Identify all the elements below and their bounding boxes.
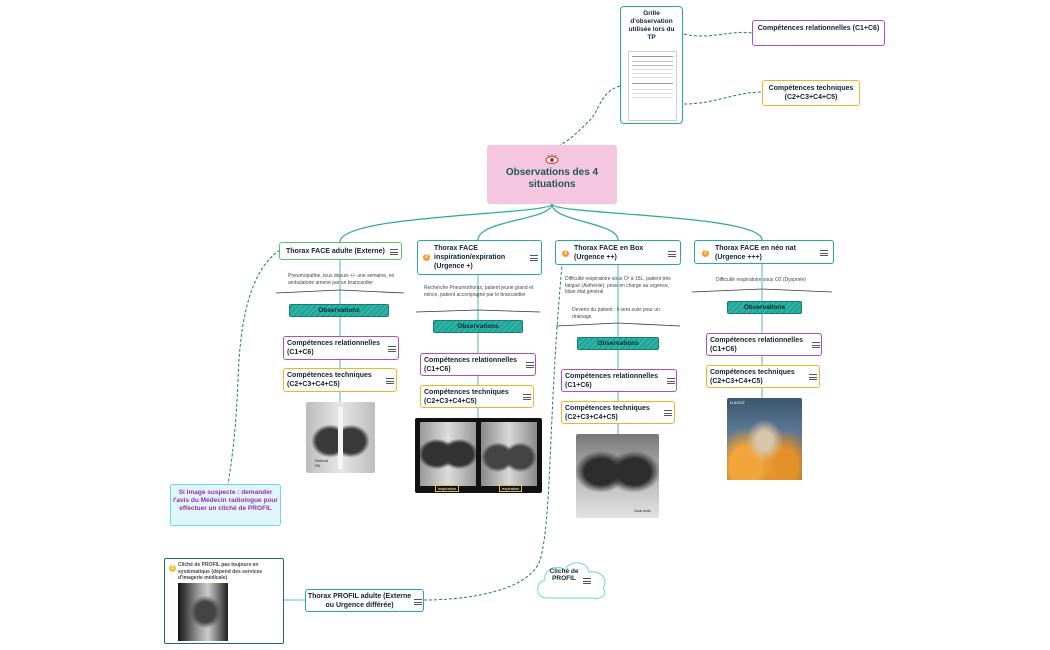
notes-icon	[812, 342, 820, 348]
suspect-text: Si Image suspecte : demander l'avis du M…	[173, 489, 278, 513]
situation-1-comp-rel-label: Compétences relationnelles (C1+C6)	[287, 340, 380, 356]
top-comp-relationnelles[interactable]: Compétences relationnelles (C1+C6)	[752, 20, 885, 46]
situation-3-xray-image: Couc uvris	[576, 434, 659, 518]
notes-icon	[530, 255, 538, 261]
situation-3-node[interactable]: 2 Thorax FACE en Box (Urgence ++)	[555, 240, 681, 265]
notes-icon	[664, 410, 672, 416]
profil-card-note: Cliché de PROFIL pas toujours en systéma…	[178, 562, 263, 581]
cloud-node[interactable]: Cliché de PROFIL	[533, 558, 611, 602]
situation-3-note: Difficulté respiratoire sous O² à 15L, p…	[565, 276, 671, 295]
situation-2-title: Thorax FACE inspiration/expiration (Urge…	[434, 245, 506, 270]
notes-icon	[523, 394, 531, 400]
priority-2-badge: 2	[562, 250, 569, 257]
situation-4-comp-rel[interactable]: Compétences relationnelles (C1+C6)	[706, 333, 822, 356]
situation-3-comp-tech-label: Compétences techniques (C2+C3+C4+C5)	[565, 405, 650, 421]
situation-2-observations[interactable]: Observations	[433, 320, 523, 333]
situation-4-title: Thorax FACE en néo nat (Urgence +++)	[715, 245, 796, 261]
situation-4-xray-image: D AGOT	[727, 398, 802, 483]
grille-node[interactable]: Grille d'observation utilisée lors du TP	[620, 6, 683, 124]
top-comp-relationnelles-label: Compétences relationnelles (C1+C6)	[757, 25, 880, 32]
situation-2-image-label-2: expiration	[499, 485, 523, 492]
notes-icon	[809, 374, 817, 380]
cloud-title: Cliché de PROFIL	[549, 568, 579, 582]
situation-2-comp-tech[interactable]: Compétences techniques (C2+C3+C4+C5)	[420, 385, 534, 408]
central-title: Observations des 4 situations	[505, 167, 599, 190]
situation-4-node[interactable]: 2 Thorax FACE en néo nat (Urgence +++)	[694, 240, 834, 264]
notes-icon	[583, 578, 591, 584]
top-comp-techniques-label: Compétences techniques (C2+C3+C4+C5)	[768, 85, 854, 101]
notes-icon	[668, 251, 676, 257]
profil-node-title: Thorax PROFIL adulte (Externe ou Urgence…	[307, 593, 412, 609]
priority-1-badge: 1	[169, 565, 176, 572]
cloud-shape	[537, 562, 606, 599]
situation-1-comp-tech-label: Compétences techniques (C2+C3+C4+C5)	[287, 372, 372, 388]
eye-icon	[545, 153, 559, 165]
top-comp-techniques[interactable]: Compétences techniques (C2+C3+C4+C5)	[762, 80, 860, 106]
situation-2-comp-tech-label: Compétences techniques (C2+C3+C4+C5)	[424, 389, 509, 405]
situation-1-note: Pneumopathie, toux depuis +/- une semain…	[288, 273, 395, 286]
situation-3-observations[interactable]: Observations	[577, 337, 659, 350]
central-node[interactable]: Observations des 4 situations	[487, 145, 617, 204]
profil-xray-image	[178, 583, 228, 641]
notes-icon	[526, 362, 534, 368]
notes-icon	[414, 599, 422, 605]
situation-3-comp-rel-label: Compétences relationnelles (C1+C6)	[565, 373, 658, 389]
situation-3-comp-tech[interactable]: Compétences techniques (C2+C3+C4+C5)	[561, 401, 675, 424]
situation-1-comp-rel[interactable]: Compétences relationnelles (C1+C6)	[283, 336, 399, 360]
situation-1-node[interactable]: Thorax FACE adulte (Externe)	[279, 242, 402, 260]
situation-2-node[interactable]: 2 Thorax FACE inspiration/expiration (Ur…	[417, 240, 542, 275]
situation-4-observations[interactable]: Observations	[727, 301, 802, 314]
situation-4-comp-tech[interactable]: Compétences techniques (C2+C3+C4+C5)	[706, 365, 820, 388]
situation-2-comp-rel[interactable]: Compétences relationnelles (C1+C6)	[420, 353, 536, 376]
situation-4-comp-tech-label: Compétences techniques (C2+C3+C4+C5)	[710, 369, 795, 385]
profil-card[interactable]: 1 Cliché de PROFIL pas toujours en systé…	[164, 558, 284, 644]
situation-4-comp-rel-label: Compétences relationnelles (C1+C6)	[710, 337, 803, 353]
situation-3-comp-rel[interactable]: Compétences relationnelles (C1+C6)	[561, 369, 677, 392]
situation-1-observations[interactable]: Observations	[289, 304, 389, 317]
situation-2-comp-rel-label: Compétences relationnelles (C1+C6)	[424, 357, 517, 373]
situation-2-image-label-1: inspiration	[435, 485, 460, 492]
notes-icon	[386, 378, 394, 384]
situation-1-comp-tech[interactable]: Compétences techniques (C2+C3+C4+C5)	[283, 368, 397, 392]
grille-thumbnail	[628, 51, 677, 121]
grille-title: Grille d'observation utilisée lors du TP	[628, 10, 675, 42]
notes-icon	[667, 378, 675, 384]
suspect-node[interactable]: Si Image suspecte : demander l'avis du M…	[170, 484, 281, 526]
notes-icon	[388, 346, 396, 352]
situation-3-image-label: Couc uvris	[634, 509, 651, 513]
situation-1-image-label: Debout PA	[315, 458, 328, 468]
priority-2-badge: 2	[702, 250, 709, 257]
situation-3-title: Thorax FACE en Box (Urgence ++)	[574, 245, 644, 261]
situation-4-image-label: D AGOT	[730, 400, 746, 405]
situation-2-xray-image: inspiration expiration	[415, 418, 542, 493]
situation-3-note-2: Devenir du patient : il sera suivi pour …	[572, 307, 660, 320]
notes-icon	[820, 250, 828, 256]
profil-node[interactable]: Thorax PROFIL adulte (Externe ou Urgence…	[305, 589, 424, 612]
situation-2-note: Recherche Pneumothorax, patient jeune gr…	[424, 285, 534, 298]
situation-1-xray-image: Debout PA	[306, 402, 375, 473]
situation-1-title: Thorax FACE adulte (Externe)	[286, 248, 385, 255]
priority-2-badge: 2	[423, 254, 430, 261]
situation-4-note: Difficulté respiratoire sous O2 (Dyspnée…	[716, 277, 806, 283]
notes-icon	[390, 249, 398, 255]
